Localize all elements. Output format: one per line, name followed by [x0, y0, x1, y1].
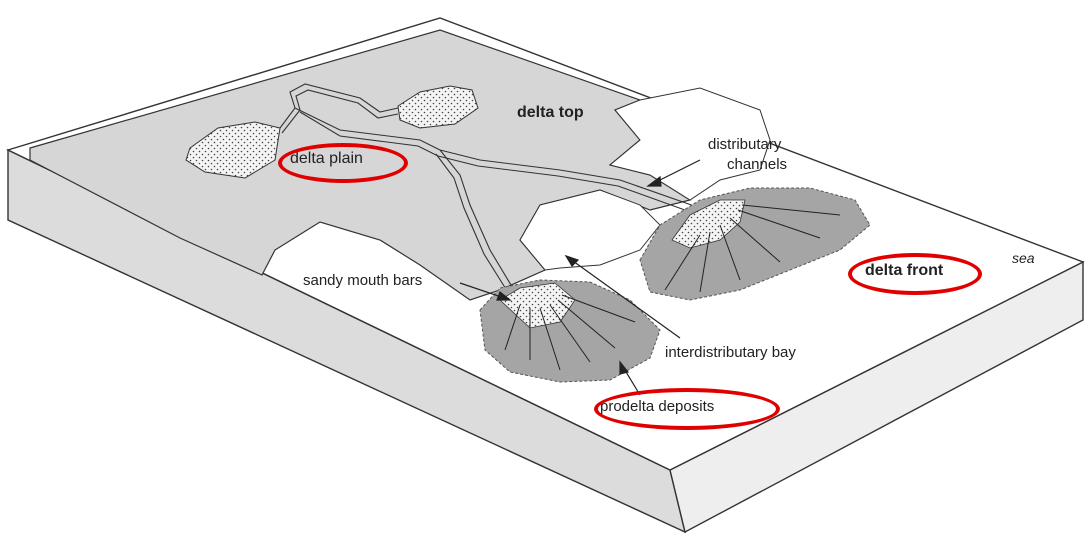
- label-sea: sea: [1012, 250, 1035, 266]
- label-distributary: distributary: [708, 136, 781, 153]
- highlight-ring-delta-front: [848, 253, 982, 295]
- highlight-ring-delta-plain: [278, 143, 408, 183]
- label-interdistributary-bay: interdistributary bay: [665, 344, 796, 361]
- label-channels: channels: [727, 156, 787, 173]
- label-delta-top: delta top: [517, 104, 584, 122]
- highlight-ring-prodelta-deposits: [594, 388, 780, 430]
- label-sandy-mouth-bars: sandy mouth bars: [303, 272, 422, 289]
